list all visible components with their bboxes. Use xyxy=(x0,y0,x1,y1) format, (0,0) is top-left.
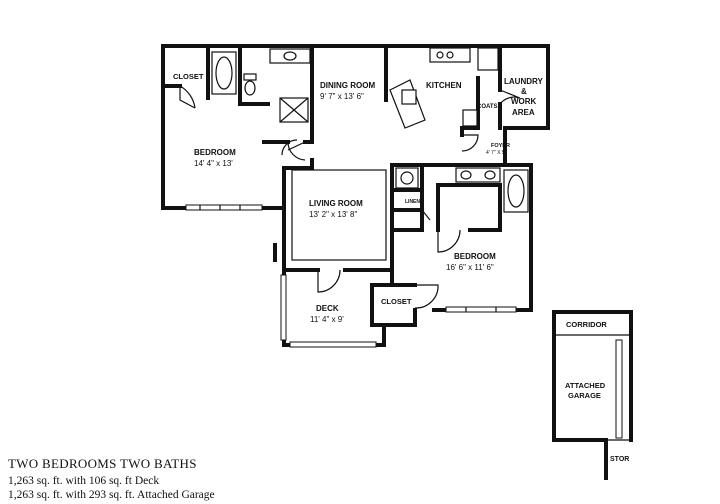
plan-garage-area: 1,263 sq. ft. with 293 sq. ft. Attached … xyxy=(8,489,215,501)
living-dim: 13' 2" x 13' 8" xyxy=(309,210,357,219)
windows xyxy=(185,204,517,348)
deck-label: DECK xyxy=(316,304,339,313)
coats-label: COATS xyxy=(477,104,498,110)
stor-label: STOR xyxy=(610,456,629,463)
kitchen-label: KITCHEN xyxy=(426,81,462,90)
bedroom-right-dim: 16' 6" x 11' 6" xyxy=(446,263,494,272)
fixtures xyxy=(211,47,529,261)
deck-dim: 11' 4" x 9' xyxy=(310,315,344,324)
plan-title: TWO BEDROOMS TWO BATHS xyxy=(8,456,197,471)
linen-label: LINEN xyxy=(405,199,420,205)
bedroom-left-dim: 14' 4" x 13' xyxy=(194,159,233,168)
bedroom-left-label: BEDROOM xyxy=(194,148,236,157)
bedroom-right-label: BEDROOM xyxy=(454,252,496,261)
laundry-label-4: AREA xyxy=(512,108,535,117)
dining-label: DINING ROOM xyxy=(320,81,375,90)
dining-dim: 9' 7" x 13' 6" xyxy=(320,92,364,101)
living-label: LIVING ROOM xyxy=(309,199,363,208)
room-labels: CLOSET BEDROOM 14' 4" x 13' DINING ROOM … xyxy=(173,72,629,463)
corridor-label: CORRIDOR xyxy=(566,320,607,329)
plan-caption: TWO BEDROOMS TWO BATHS 1,263 sq. ft. wit… xyxy=(8,456,215,502)
laundry-label-1: LAUNDRY xyxy=(504,77,543,86)
closet-right-label: CLOSET xyxy=(381,297,412,306)
plan-deck-area: 1,263 sq. ft. with 106 sq. ft Deck xyxy=(8,475,160,487)
garage-label-2: GARAGE xyxy=(568,391,601,400)
foyer-label: FOYER xyxy=(491,143,510,149)
closet-left-label: CLOSET xyxy=(173,72,204,81)
doors xyxy=(179,85,521,309)
foyer-dim: 4' 7" X 5' xyxy=(486,150,506,156)
laundry-label-3: WORK xyxy=(511,97,537,106)
garage-label-1: ATTACHED xyxy=(565,381,606,390)
laundry-label-2: & xyxy=(521,87,527,96)
garage xyxy=(552,310,633,480)
